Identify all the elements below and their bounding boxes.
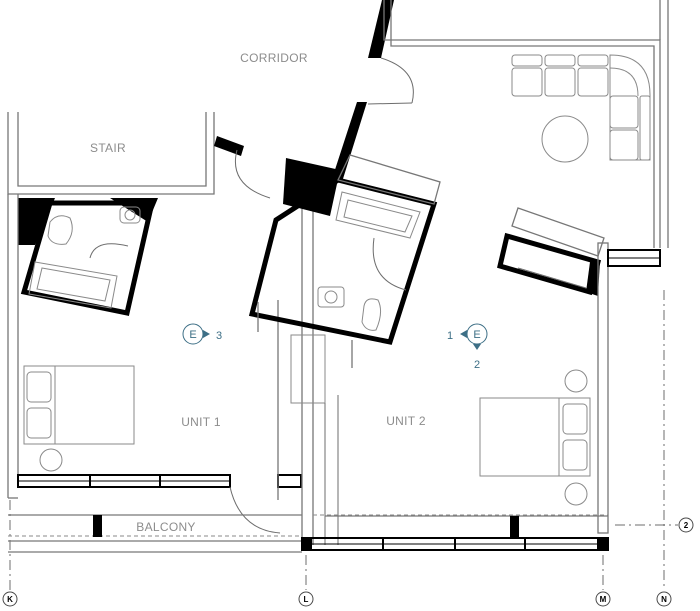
grid-bubble-l-label: L xyxy=(304,595,309,604)
stair-adjacent-wall xyxy=(214,136,244,156)
grid-bubble-k-label: K xyxy=(7,595,13,604)
grid-bubble-2-label: 2 xyxy=(684,521,689,530)
grid-bubble-n-label: N xyxy=(661,595,667,604)
elevation-marker-unit1-number: 3 xyxy=(216,330,222,342)
coffee-table xyxy=(541,115,589,163)
unit1-bathroom xyxy=(18,198,158,316)
stair-enclosure xyxy=(7,112,215,195)
elevation-marker-unit2: E 1 2 xyxy=(447,323,488,371)
elevation-marker-unit2-bottom-number: 2 xyxy=(474,359,480,371)
grid-bubble-l: L xyxy=(298,591,314,607)
sectional-sofa xyxy=(511,54,651,161)
balcony xyxy=(8,514,608,553)
grid-bubble-m-label: M xyxy=(600,595,607,604)
unit1-nightstand xyxy=(39,448,63,472)
room-label-unit2: UNIT 2 xyxy=(386,414,426,428)
grid-bubble-m: M xyxy=(595,591,611,607)
unit2-bed xyxy=(479,397,591,477)
unit2-window-wall xyxy=(301,537,609,551)
unit1-walls xyxy=(7,194,19,499)
elevation-marker-unit2-letter: E xyxy=(473,329,480,341)
elevation-marker-unit2-left-number: 1 xyxy=(447,330,453,342)
grid-bubble-k: K xyxy=(2,591,18,607)
room-label-balcony: BALCONY xyxy=(136,520,195,534)
room-label-corridor: CORRIDOR xyxy=(240,51,308,65)
grid-bubble-n: N xyxy=(656,591,672,607)
room-label-stair: STAIR xyxy=(90,141,126,155)
unit1-bed xyxy=(23,365,135,445)
unit2-right-wall xyxy=(597,242,661,534)
elevation-marker-unit1: E 3 xyxy=(182,323,222,345)
unit2-bathroom xyxy=(248,154,441,368)
elevation-marker-unit1-letter: E xyxy=(189,329,196,341)
unit2-nightstand-bottom xyxy=(564,482,588,506)
corridor-walls xyxy=(331,0,669,248)
room-label-unit1: UNIT 1 xyxy=(181,415,221,429)
unit2-nightstand-top xyxy=(564,369,588,393)
unit1-door-swing xyxy=(235,149,271,199)
grid-bubble-2: 2 xyxy=(678,517,694,533)
unit2-kitchen-block xyxy=(497,207,605,296)
party-wall xyxy=(277,180,339,545)
